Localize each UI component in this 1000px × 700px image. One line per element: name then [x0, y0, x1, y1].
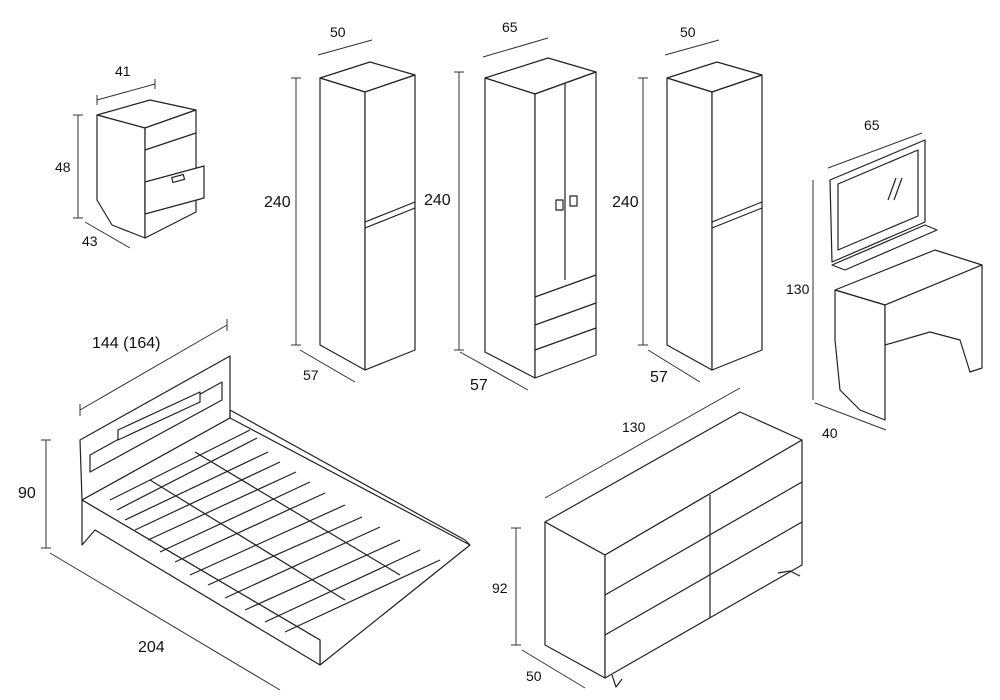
vanity-depth-label: 40 — [822, 425, 838, 441]
drawer-handle — [171, 173, 186, 184]
tall-cabinet-right: 50 240 57 — [612, 24, 763, 386]
dresser-depth-label: 50 — [526, 668, 542, 684]
bed-slats — [109, 429, 441, 633]
vanity-height-label: 130 — [786, 281, 810, 297]
nightstand-drawer — [144, 165, 205, 215]
nightstand: 41 48 43 — [55, 63, 205, 249]
nightstand-depth-label: 43 — [82, 233, 98, 249]
vanity-shelf — [831, 224, 938, 271]
dresser-foot — [611, 674, 623, 688]
vanity-width-label: 65 — [864, 117, 880, 133]
right-door-handle — [569, 195, 578, 207]
vanity-mirror — [837, 149, 919, 251]
bed-side-rail — [81, 499, 321, 666]
nightstand-side — [96, 114, 146, 239]
cabinet-right-width-label: 50 — [680, 24, 696, 40]
cabinet-side — [319, 77, 366, 371]
vanity: 65 130 40 — [786, 117, 983, 441]
cabinet-left-width-label: 50 — [330, 24, 346, 40]
dresser-foot — [777, 570, 801, 577]
bed-height-label: 90 — [18, 485, 36, 502]
cabinet-right-depth-label: 57 — [650, 369, 668, 386]
wardrobe-height-label: 240 — [424, 192, 451, 209]
dresser-width-label: 130 — [622, 419, 646, 435]
cabinet-left-depth-label: 57 — [303, 367, 319, 383]
cabinet-right-height-label: 240 — [612, 194, 639, 211]
cabinet-front — [711, 74, 763, 371]
vanity-front — [884, 264, 983, 373]
dresser-front — [604, 439, 803, 679]
bed: 144 (164) 90 204 — [18, 319, 471, 691]
cabinet-front — [364, 74, 416, 371]
wardrobe: 65 240 57 — [424, 19, 597, 394]
bed-length-label: 204 — [138, 639, 165, 656]
headboard-light — [117, 391, 201, 441]
nightstand-width-label: 41 — [115, 63, 131, 79]
dresser-height-label: 92 — [492, 580, 508, 596]
cabinet-side — [666, 77, 713, 371]
tall-cabinet-left: 50 240 57 — [264, 24, 416, 383]
dresser: 130 92 50 — [492, 387, 803, 689]
cabinet-left-height-label: 240 — [264, 194, 291, 211]
vanity-side — [834, 289, 886, 421]
left-door-handle — [555, 199, 564, 211]
wardrobe-width-label: 65 — [502, 19, 518, 35]
wardrobe-depth-label: 57 — [470, 377, 488, 394]
nightstand-height-label: 48 — [55, 159, 71, 175]
bed-width-label: 144 (164) — [92, 335, 161, 352]
wardrobe-side — [484, 77, 536, 379]
